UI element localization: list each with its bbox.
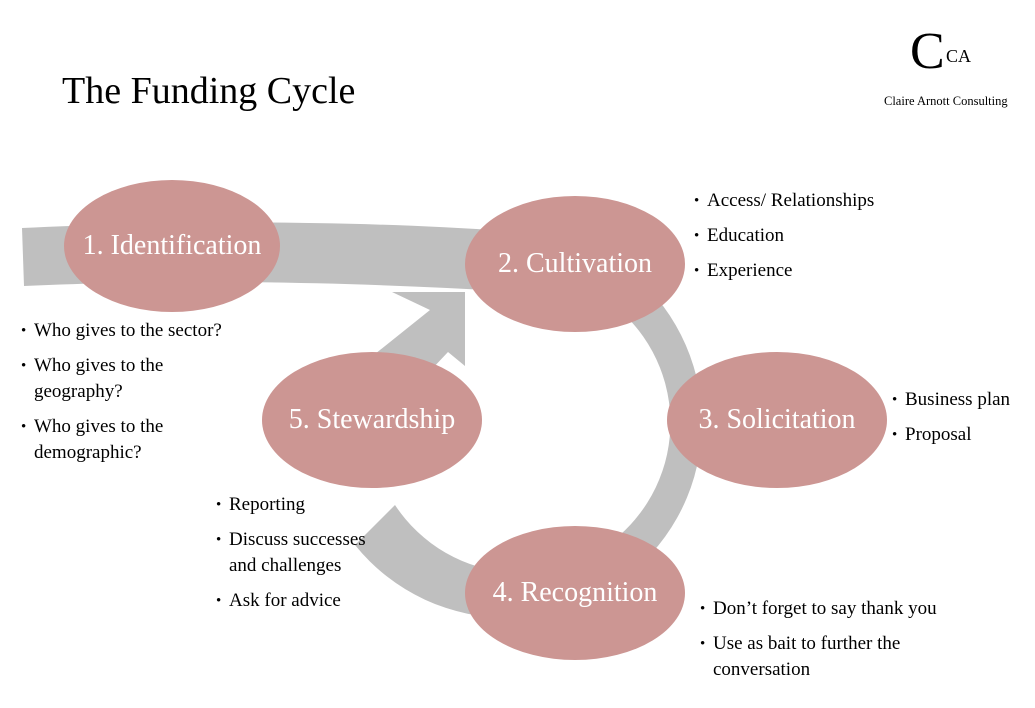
- stage-ellipse-recognition: [465, 526, 685, 660]
- bullet-item: Who gives to the demographic?: [21, 414, 209, 466]
- bullet-item: Use as bait to further the conversation: [700, 631, 953, 683]
- bullet-item: Don’t forget to say thank you: [700, 596, 990, 622]
- page-title: The Funding Cycle: [62, 70, 356, 112]
- bullet-item: Who gives to the geography?: [21, 353, 209, 405]
- logo-monogram-ca: CA: [946, 46, 972, 66]
- bullet-item: Who gives to the sector?: [21, 318, 261, 344]
- bullet-item: Proposal: [892, 422, 1035, 448]
- logo-monogram-c: C: [910, 23, 945, 80]
- bullet-item: Access/ Relationships: [694, 188, 944, 214]
- stage-ellipse-stewardship: [262, 352, 482, 488]
- stage-label-identification: 1. Identification: [82, 230, 262, 261]
- stage-label-solicitation: 3. Solicitation: [698, 404, 856, 435]
- bullet-item: Ask for advice: [216, 588, 396, 614]
- solicitation-bullets: Business plan Proposal: [892, 387, 1035, 457]
- identification-bullets: Who gives to the sector? Who gives to th…: [21, 318, 261, 475]
- stage-ellipse-identification: [64, 180, 280, 312]
- recognition-bullets: Don’t forget to say thank you Use as bai…: [700, 596, 990, 692]
- cultivation-bullets: Access/ Relationships Education Experien…: [694, 188, 944, 293]
- bullet-item: Experience: [694, 258, 944, 284]
- stage-label-stewardship: 5. Stewardship: [288, 404, 456, 435]
- bullet-item: Reporting: [216, 492, 396, 518]
- company-logo: C CA Claire Arnott Consulting: [880, 26, 1020, 116]
- bullet-item: Discuss successes and challenges: [216, 527, 396, 579]
- stage-ellipse-cultivation: [465, 196, 685, 332]
- stage-label-cultivation: 2. Cultivation: [498, 248, 652, 279]
- stage-label-recognition: 4. Recognition: [492, 577, 658, 608]
- logo-company-name: Claire Arnott Consulting: [884, 94, 1008, 108]
- bullet-item: Business plan: [892, 387, 1035, 413]
- stewardship-bullets: Reporting Discuss successes and challeng…: [216, 492, 396, 623]
- bullet-item: Education: [694, 223, 944, 249]
- stage-ellipse-solicitation: [667, 352, 887, 488]
